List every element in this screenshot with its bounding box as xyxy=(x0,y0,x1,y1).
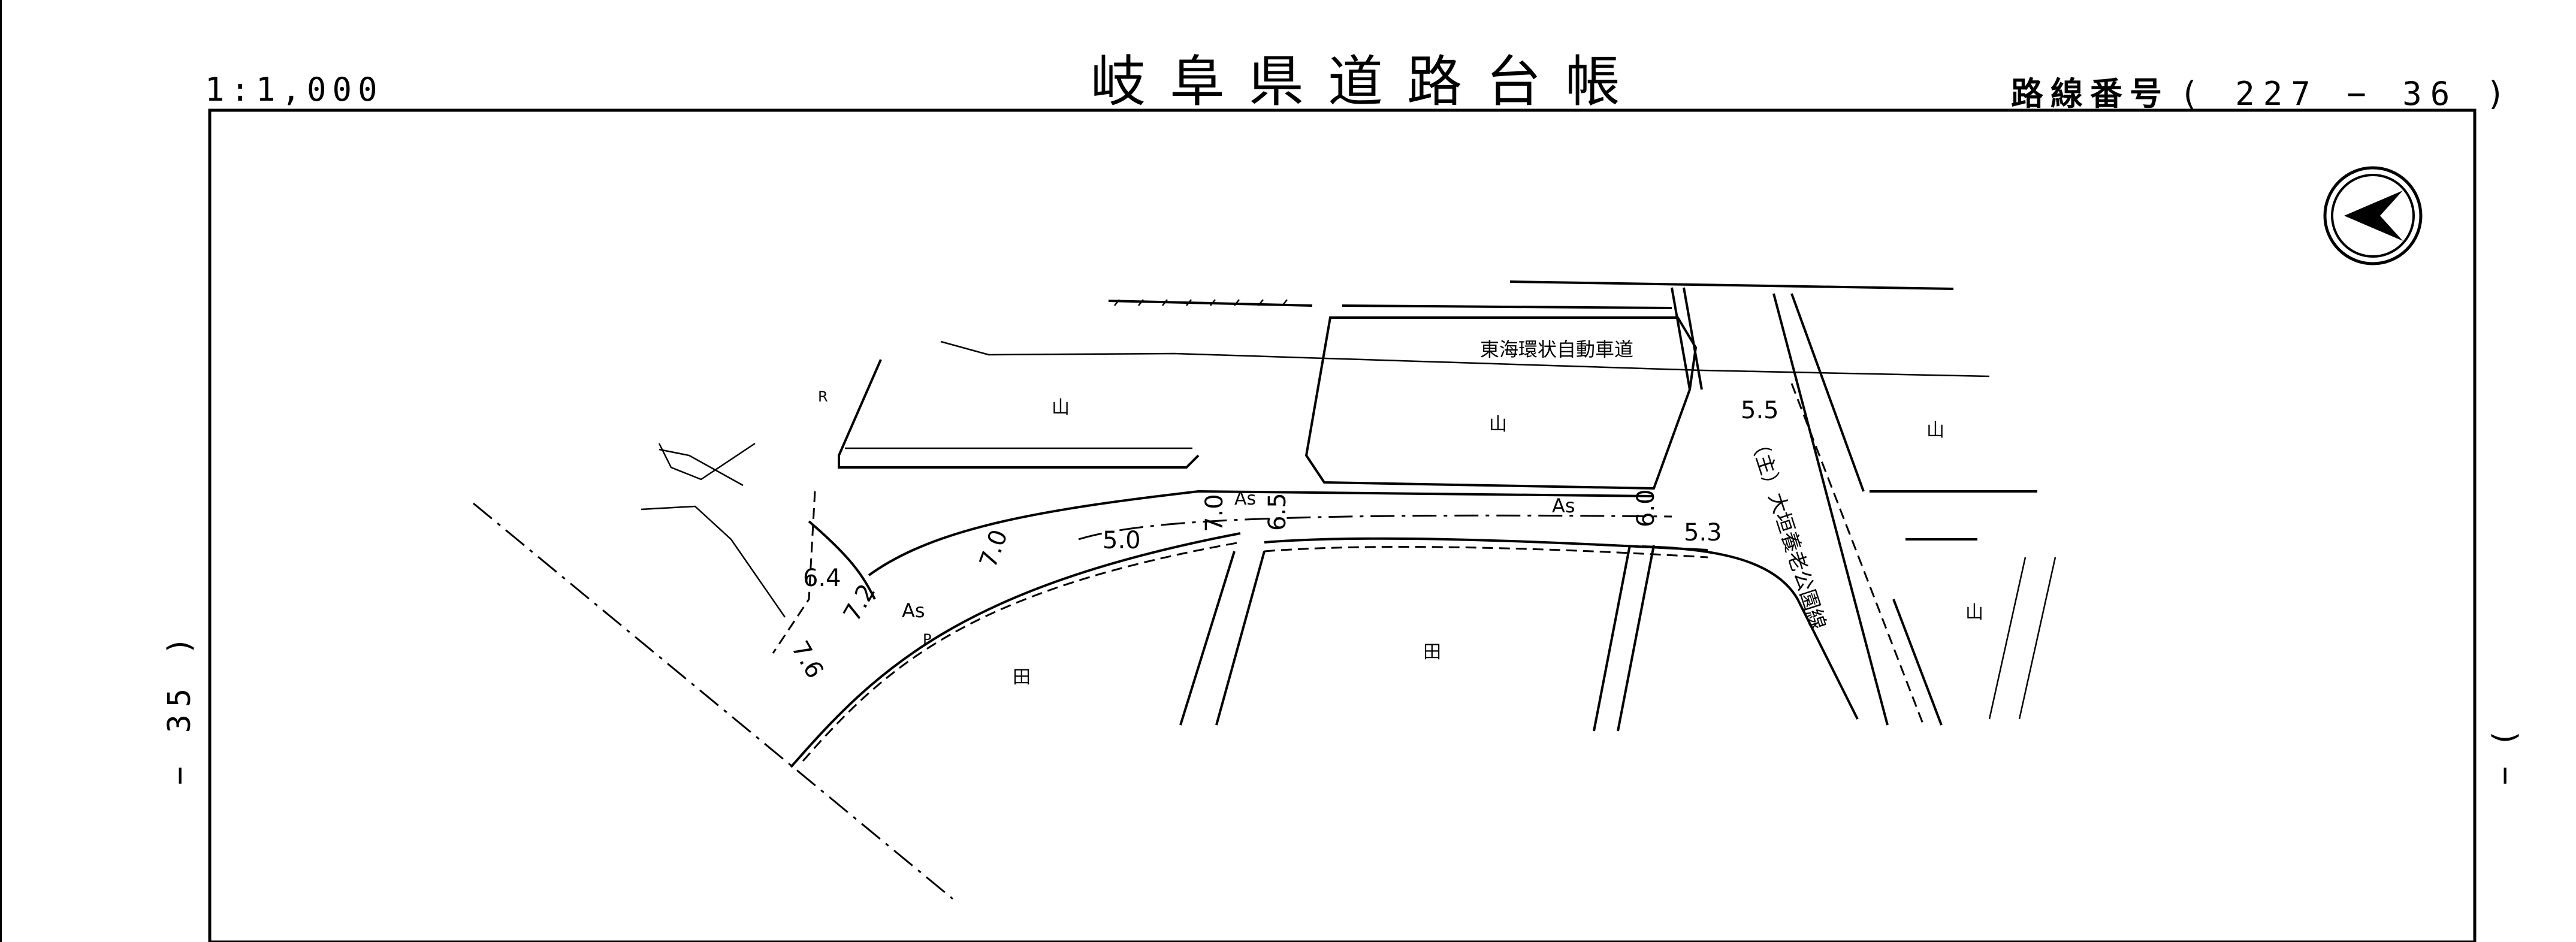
expressway-label: 東海環状自動車道 xyxy=(1480,338,1633,361)
width-5-0: 5.0 xyxy=(1103,527,1141,554)
width-7-6: 7.6 xyxy=(786,636,829,683)
lot-left xyxy=(838,359,1200,469)
branch-road-left xyxy=(641,448,786,618)
land-use-mountain-2: 山 xyxy=(1489,414,1507,435)
boundary-line xyxy=(473,502,953,900)
land-use-mountain-1: 山 xyxy=(1052,397,1070,418)
width-6-4: 6.4 xyxy=(803,564,841,592)
curved-road xyxy=(772,490,1859,768)
width-6-0: 6.0 xyxy=(1632,489,1660,527)
page-title: 岐阜県道路台帳 xyxy=(1091,50,1645,114)
width-7-0-b: 7.0 xyxy=(1201,494,1228,532)
pavement-as-2: As xyxy=(902,599,925,622)
lot-right xyxy=(1304,316,1698,490)
main-road-east xyxy=(1772,293,1889,726)
scale-label: 1:1,000 xyxy=(205,71,383,108)
sheet-left-edge xyxy=(0,0,2,942)
north-arrow-icon xyxy=(2323,166,2423,265)
width-6-5: 6.5 xyxy=(1264,493,1291,531)
width-5-3: 5.3 xyxy=(1684,519,1722,547)
main-road-centerline xyxy=(1790,383,1925,726)
pavement-as-1: As xyxy=(1552,494,1575,517)
side-road-south xyxy=(1593,545,1655,732)
east-stream xyxy=(1988,557,2056,720)
land-use-field-2: 田 xyxy=(1423,642,1441,663)
pavement-as-3: As xyxy=(1234,488,1256,509)
width-7-2: 7.2 xyxy=(838,579,881,626)
branch-road-upper xyxy=(658,442,756,481)
width-5-5: 5.5 xyxy=(1741,397,1779,424)
expressway xyxy=(940,280,1990,378)
land-use-field-1: 田 xyxy=(1013,667,1031,688)
east-lane xyxy=(1892,538,1977,726)
route-number-label: 路線番号 xyxy=(2011,75,2169,113)
land-use-mountain-4: 山 xyxy=(1965,602,1983,623)
land-use-mountain-3: 山 xyxy=(1926,420,1944,441)
side-road-center xyxy=(1179,551,1266,726)
map-frame xyxy=(208,108,2477,942)
marker-r: R xyxy=(818,388,828,405)
route-number-value: ( 227 − 36 ) xyxy=(2179,75,2514,113)
ramp xyxy=(1671,287,1703,390)
width-7-0-a: 7.0 xyxy=(974,526,1013,572)
route-number: 路線番号 ( 227 − 36 ) xyxy=(2011,67,2514,114)
marker-p: P xyxy=(923,631,931,648)
